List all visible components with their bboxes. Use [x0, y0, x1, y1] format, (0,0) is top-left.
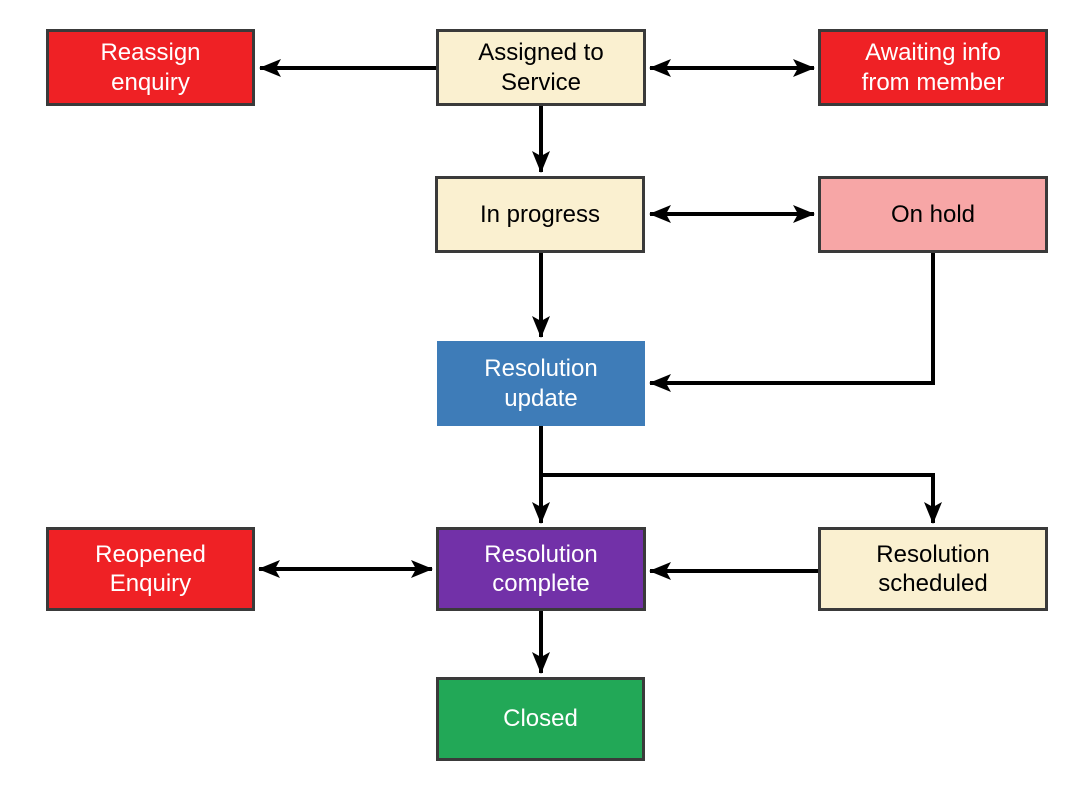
node-resolution-complete: Resolution complete: [436, 527, 646, 611]
node-resolution-scheduled: Resolution scheduled: [818, 527, 1048, 611]
node-reassign-enquiry: Reassign enquiry: [46, 29, 255, 106]
edge-onhold-to-update: [649, 253, 935, 392]
node-on-hold: On hold: [818, 176, 1048, 253]
node-in-progress: In progress: [435, 176, 645, 253]
node-assigned-to-service: Assigned to Service: [436, 29, 646, 106]
node-awaiting-info-from-member: Awaiting info from member: [818, 29, 1048, 106]
node-closed: Closed: [436, 677, 645, 761]
node-resolution-update: Resolution update: [437, 341, 645, 426]
node-reopened-enquiry: Reopened Enquiry: [46, 527, 255, 611]
edge-update-to-scheduled: [541, 473, 942, 524]
